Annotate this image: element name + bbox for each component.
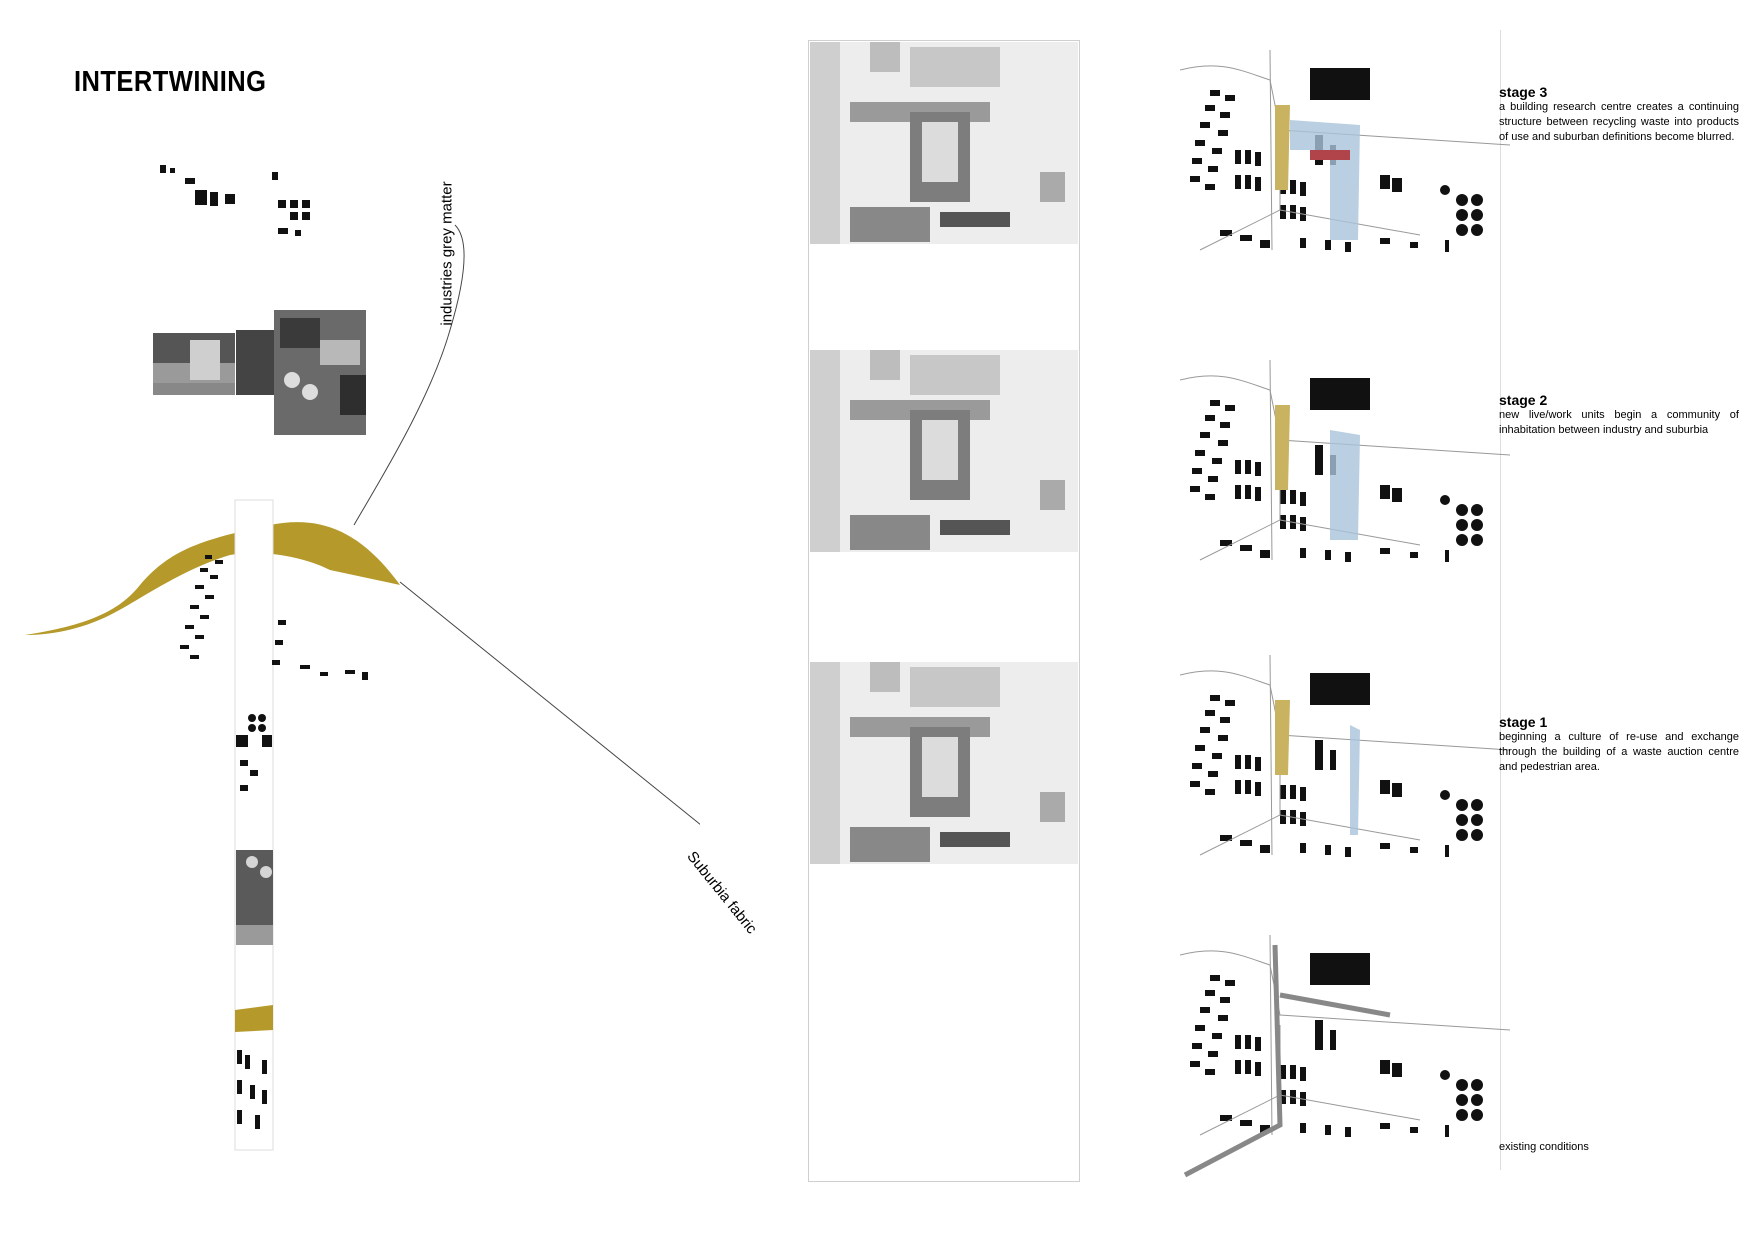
industries-line bbox=[353, 224, 465, 526]
site-plan-stage2 bbox=[1180, 359, 1510, 563]
site-plans bbox=[1180, 49, 1510, 1178]
existing-text: existing conditions bbox=[1499, 1141, 1589, 1153]
stage1-block: stage 1 beginning a culture of re-use an… bbox=[1499, 714, 1739, 775]
stage2-text: new live/work units begin a community of… bbox=[1499, 409, 1739, 436]
stage3-heading: stage 3 bbox=[1499, 84, 1548, 100]
model-column-frame bbox=[808, 40, 1080, 1182]
stage3-text: a building research centre creates a con… bbox=[1499, 101, 1739, 143]
industries-label: industries grey matter bbox=[438, 181, 456, 326]
site-plan-stage3 bbox=[1180, 49, 1510, 253]
stage2-heading: stage 2 bbox=[1499, 392, 1548, 408]
suburbia-line bbox=[399, 581, 700, 825]
stage3-block: stage 3 a building research centre creat… bbox=[1499, 84, 1739, 145]
stage1-text: beginning a culture of re-use and exchan… bbox=[1499, 731, 1739, 773]
stage2-block: stage 2 new live/work units begin a comm… bbox=[1499, 392, 1739, 438]
ochre-band bbox=[25, 522, 400, 635]
model-photo-stage1 bbox=[810, 662, 1078, 864]
existing-block: existing conditions bbox=[1499, 1140, 1739, 1155]
right-divider bbox=[1500, 30, 1501, 1170]
site-plan-existing bbox=[1180, 934, 1510, 1178]
site-plan-stage1 bbox=[1180, 654, 1510, 858]
collage-strip bbox=[25, 165, 700, 1151]
page-title: INTERTWINING bbox=[74, 66, 267, 98]
model-photo-stage2 bbox=[810, 350, 1078, 552]
stage1-heading: stage 1 bbox=[1499, 714, 1548, 730]
model-photo-stage3 bbox=[810, 42, 1078, 244]
